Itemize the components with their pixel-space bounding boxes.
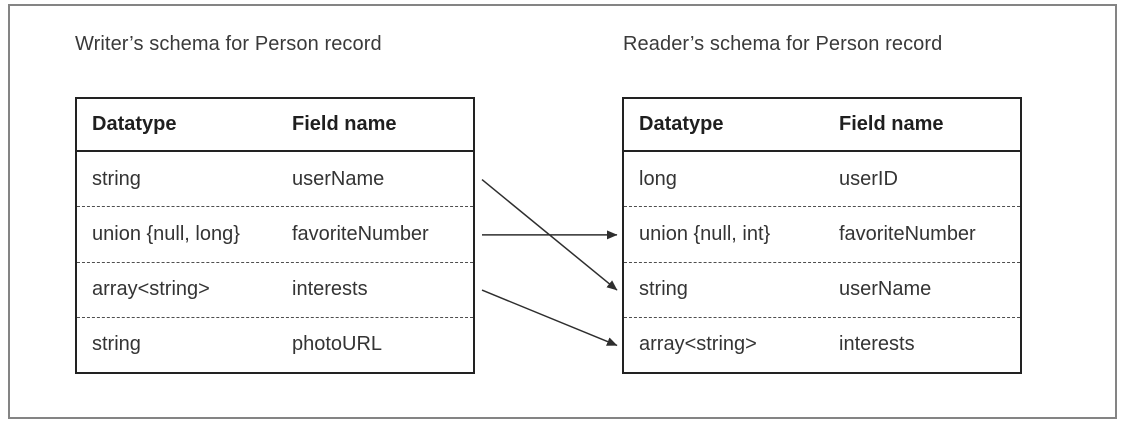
table-row: array<string> interests <box>77 261 473 317</box>
field-name-cell: userName <box>292 167 385 190</box>
field-name-cell: userName <box>839 278 932 301</box>
field-name-cell: favoriteNumber <box>292 222 429 245</box>
field-name-cell: interests <box>839 333 915 356</box>
datatype-cell: union {null, int} <box>639 222 771 245</box>
writer-schema-title: Writer’s schema for Person record <box>75 33 382 55</box>
field-name-cell: interests <box>292 278 368 301</box>
table-row: string userName <box>77 152 473 206</box>
datatype-cell: long <box>639 167 677 190</box>
field-name-cell: userID <box>839 167 898 190</box>
column-header-field-name: Field name <box>292 113 397 135</box>
writer-table-header: Datatype Field name <box>77 99 473 152</box>
reader-schema-table: Datatype Field name long userID union {n… <box>622 97 1022 374</box>
column-header-datatype: Datatype <box>92 113 177 135</box>
field-name-cell: photoURL <box>292 333 383 356</box>
reader-schema-title: Reader’s schema for Person record <box>623 33 943 55</box>
writer-schema-table: Datatype Field name string userName unio… <box>75 97 475 374</box>
column-header-field-name: Field name <box>839 113 944 135</box>
table-row: array<string> interests <box>624 316 1020 372</box>
table-row: union {null, long} favoriteNumber <box>77 206 473 261</box>
table-row: string photoURL <box>77 316 473 372</box>
datatype-cell: array<string> <box>639 333 757 356</box>
datatype-cell: string <box>92 167 141 190</box>
column-header-datatype: Datatype <box>639 113 724 135</box>
field-name-cell: favoriteNumber <box>839 222 976 245</box>
table-row: long userID <box>624 152 1020 206</box>
table-row: string userName <box>624 261 1020 317</box>
datatype-cell: string <box>639 278 688 301</box>
datatype-cell: array<string> <box>92 278 210 301</box>
table-row: union {null, int} favoriteNumber <box>624 206 1020 261</box>
datatype-cell: union {null, long} <box>92 222 240 245</box>
reader-table-header: Datatype Field name <box>624 99 1020 152</box>
datatype-cell: string <box>92 333 141 356</box>
